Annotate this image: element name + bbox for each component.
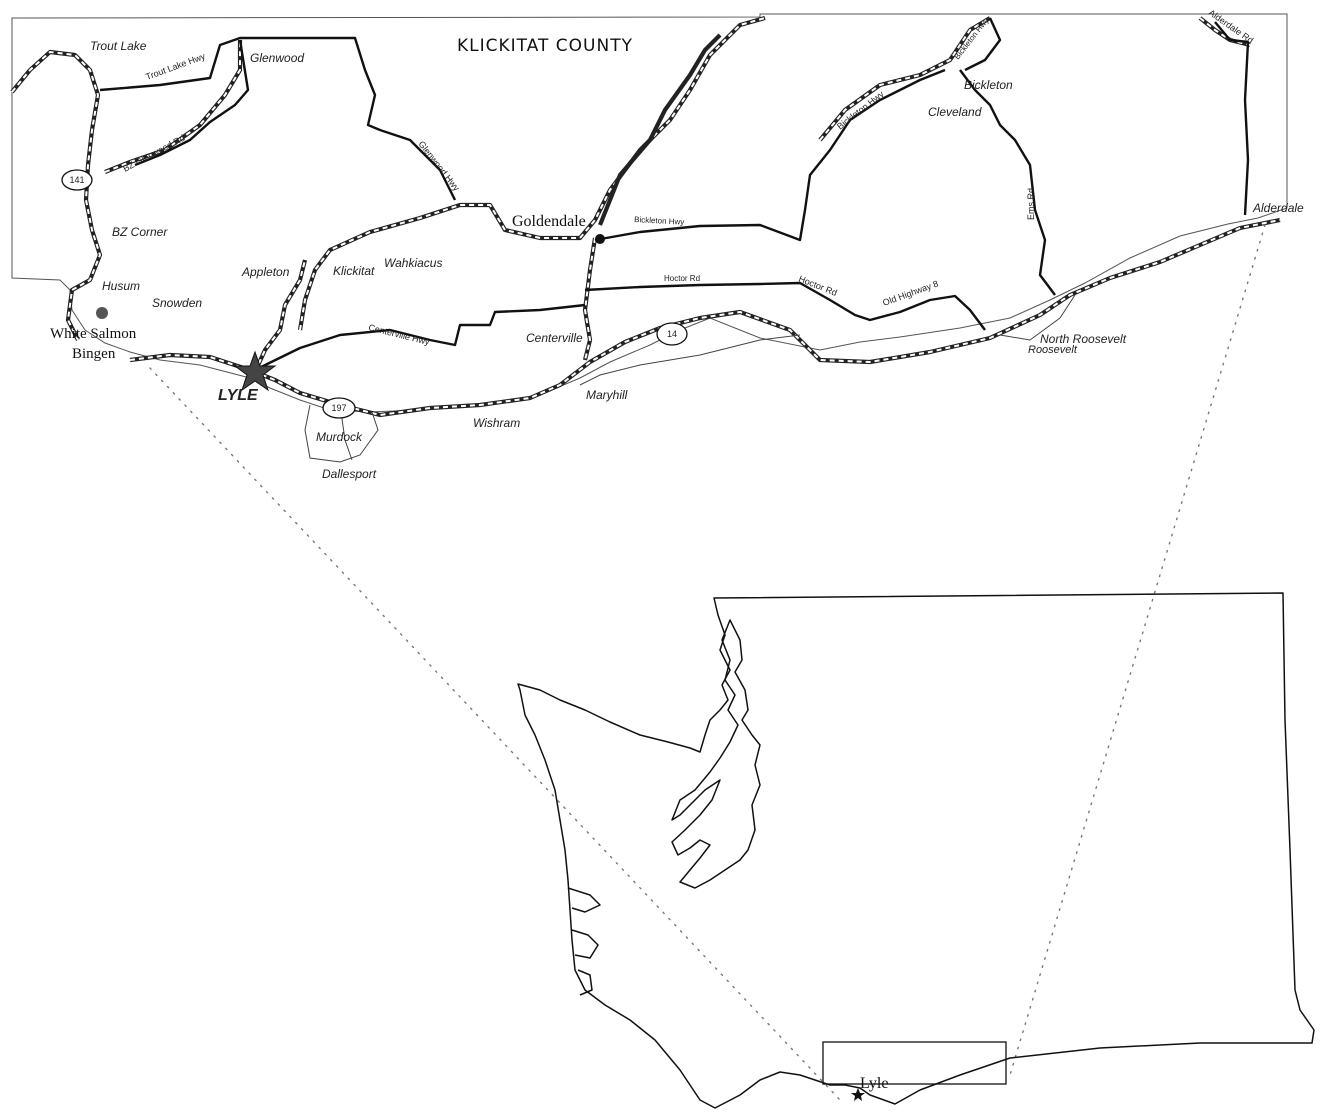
- place-cleveland: Cleveland: [928, 105, 982, 119]
- inset-lyle-star-icon: [851, 1088, 865, 1101]
- washington-state-inset: Lyle: [517, 592, 1315, 1109]
- place-lyle: LYLE: [218, 387, 259, 404]
- place-bickleton: Bickleton: [964, 78, 1013, 92]
- road-bickleton-hwy-east: Bickleton Hwy: [634, 215, 685, 227]
- road-centerville-hwy: Centerville Hwy: [368, 322, 432, 347]
- place-wahkiacus: Wahkiacus: [384, 256, 442, 270]
- place-north-roosevelt: North Roosevelt: [1040, 332, 1127, 346]
- klickitat-county-inset-box: [822, 1041, 1007, 1085]
- place-snowden: Snowden: [152, 296, 202, 310]
- place-murdock: Murdock: [316, 430, 363, 444]
- place-dallesport: Dallesport: [322, 467, 377, 481]
- place-husum: Husum: [102, 279, 140, 293]
- inset-lyle-label: Lyle: [860, 1075, 888, 1092]
- place-bz-corner: BZ Corner: [112, 225, 168, 239]
- shield-14-label: 14: [667, 329, 677, 339]
- road-old-highway-8: Old Highway 8: [881, 278, 939, 307]
- washington-outline: [517, 592, 1315, 1109]
- lyle-star-icon: [233, 350, 277, 392]
- place-alderdale: Alderdale: [1252, 201, 1304, 215]
- place-trout-lake: Trout Lake: [90, 39, 147, 53]
- place-wishram: Wishram: [473, 416, 520, 430]
- place-centerville: Centerville: [526, 331, 583, 345]
- county-boundary: [11, 13, 1288, 413]
- place-appleton: Appleton: [241, 265, 290, 279]
- road-ems-rd: Ems Rd: [1026, 188, 1036, 220]
- white-salmon-dot-icon: [96, 307, 108, 319]
- roads: [99, 17, 1250, 372]
- place-goldendale: Goldendale: [512, 213, 586, 230]
- coastal-bays: [567, 887, 601, 996]
- county-map: 141 14 197 Klickitat County Trout Lake G…: [10, 7, 1304, 481]
- goldendale-dot-icon: [595, 234, 605, 244]
- road-trout-lake-hwy: Trout Lake Hwy: [144, 51, 207, 82]
- place-roosevelt: Roosevelt: [1028, 344, 1078, 356]
- map-title: Klickitat County: [457, 36, 633, 56]
- shield-141-label: 141: [69, 175, 84, 185]
- connector-lines: [149, 224, 1266, 1101]
- road-glenwood-hwy: Glenwood Hwy: [416, 139, 461, 193]
- route-shield-141: 141: [61, 169, 93, 191]
- road-bz-glenwood-rd: BZ Glenwood Rd: [121, 133, 186, 174]
- place-maryhill: Maryhill: [586, 388, 628, 402]
- route-shield-197: 197: [322, 397, 356, 419]
- place-klickitat: Klickitat: [333, 264, 375, 278]
- road-hoctor-rd-west: Hoctor Rd: [664, 274, 700, 283]
- route-shield-14: 14: [656, 322, 688, 346]
- shield-197-label: 197: [331, 403, 346, 413]
- puget-sound: [671, 619, 761, 889]
- road-bickleton-hwy-top: Bickleton Hwy: [952, 16, 990, 61]
- place-white-salmon: White Salmon: [50, 326, 137, 342]
- place-glenwood: Glenwood: [250, 51, 304, 65]
- place-bingen: Bingen: [72, 346, 116, 362]
